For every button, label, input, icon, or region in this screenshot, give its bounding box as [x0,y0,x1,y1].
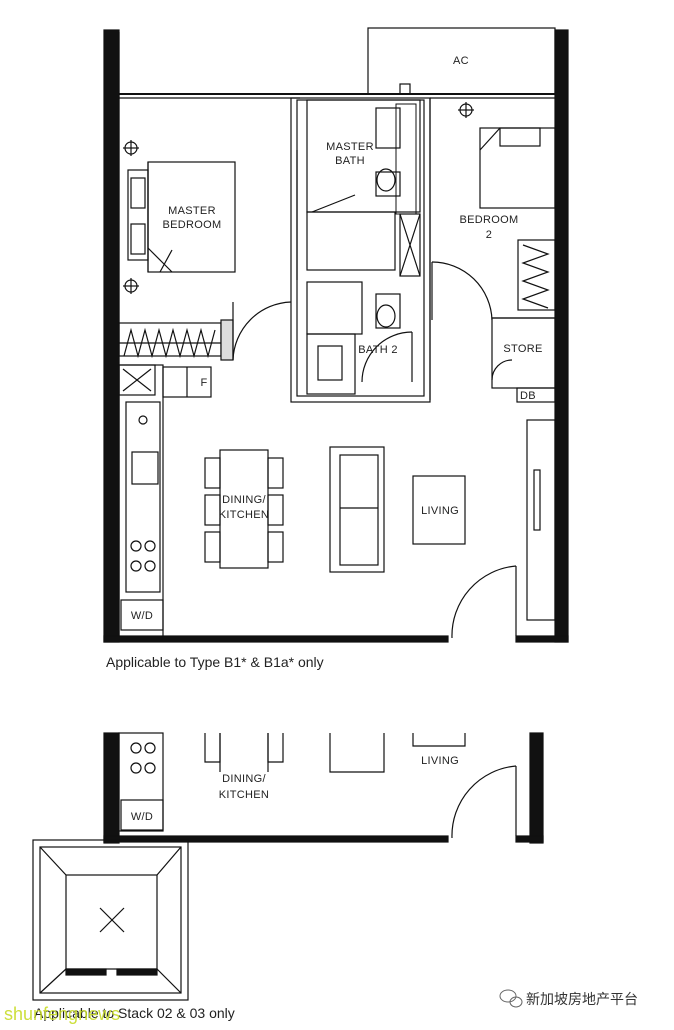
ac-unit-icon [123,102,474,294]
wechat-icon [499,989,523,1008]
label-bedroom2-2: 2 [486,229,492,241]
label-bedroom2-1: BEDROOM [460,214,519,226]
watermark-text: 新加坡房地产平台 [526,991,638,1007]
label-dining-2: KITCHEN [219,509,269,521]
label-master-bedroom-2: BEDROOM [163,219,222,231]
coffee-table [412,475,466,545]
label-lower-living: LIVING [421,755,459,767]
watermark-overlay: shunfengnews [4,1004,120,1024]
caption-plan-a: Applicable to Type B1* & B1a* only [106,654,324,670]
label-ac: AC [453,55,469,67]
label-store: STORE [503,343,542,355]
sofa [329,446,385,573]
label-lower-wd: W/D [131,811,153,823]
label-bath2: BATH 2 [358,344,398,356]
label-lower-dining-1: DINING/ [222,773,266,785]
label-master-bedroom-1: MASTER [168,205,216,217]
master-bed [147,161,236,273]
label-lower-dining-2: KITCHEN [219,789,269,801]
label-dining-1: DINING/ [222,494,266,506]
outer-wall-right [554,29,569,643]
bedroom-2-bed [479,127,556,209]
outer-wall-left [103,29,120,643]
label-wd: W/D [131,610,153,622]
bottom-wall [103,635,449,643]
label-living: LIVING [421,505,459,517]
label-master-bath-1: MASTER [326,141,374,153]
label-master-bath-2: BATH [335,155,365,167]
caption-plan-b: Applicable to Stack 02 & 03 only [34,1005,235,1021]
lift-shaft [32,839,189,1001]
label-fridge: F [200,377,207,389]
label-db: DB [520,390,536,402]
